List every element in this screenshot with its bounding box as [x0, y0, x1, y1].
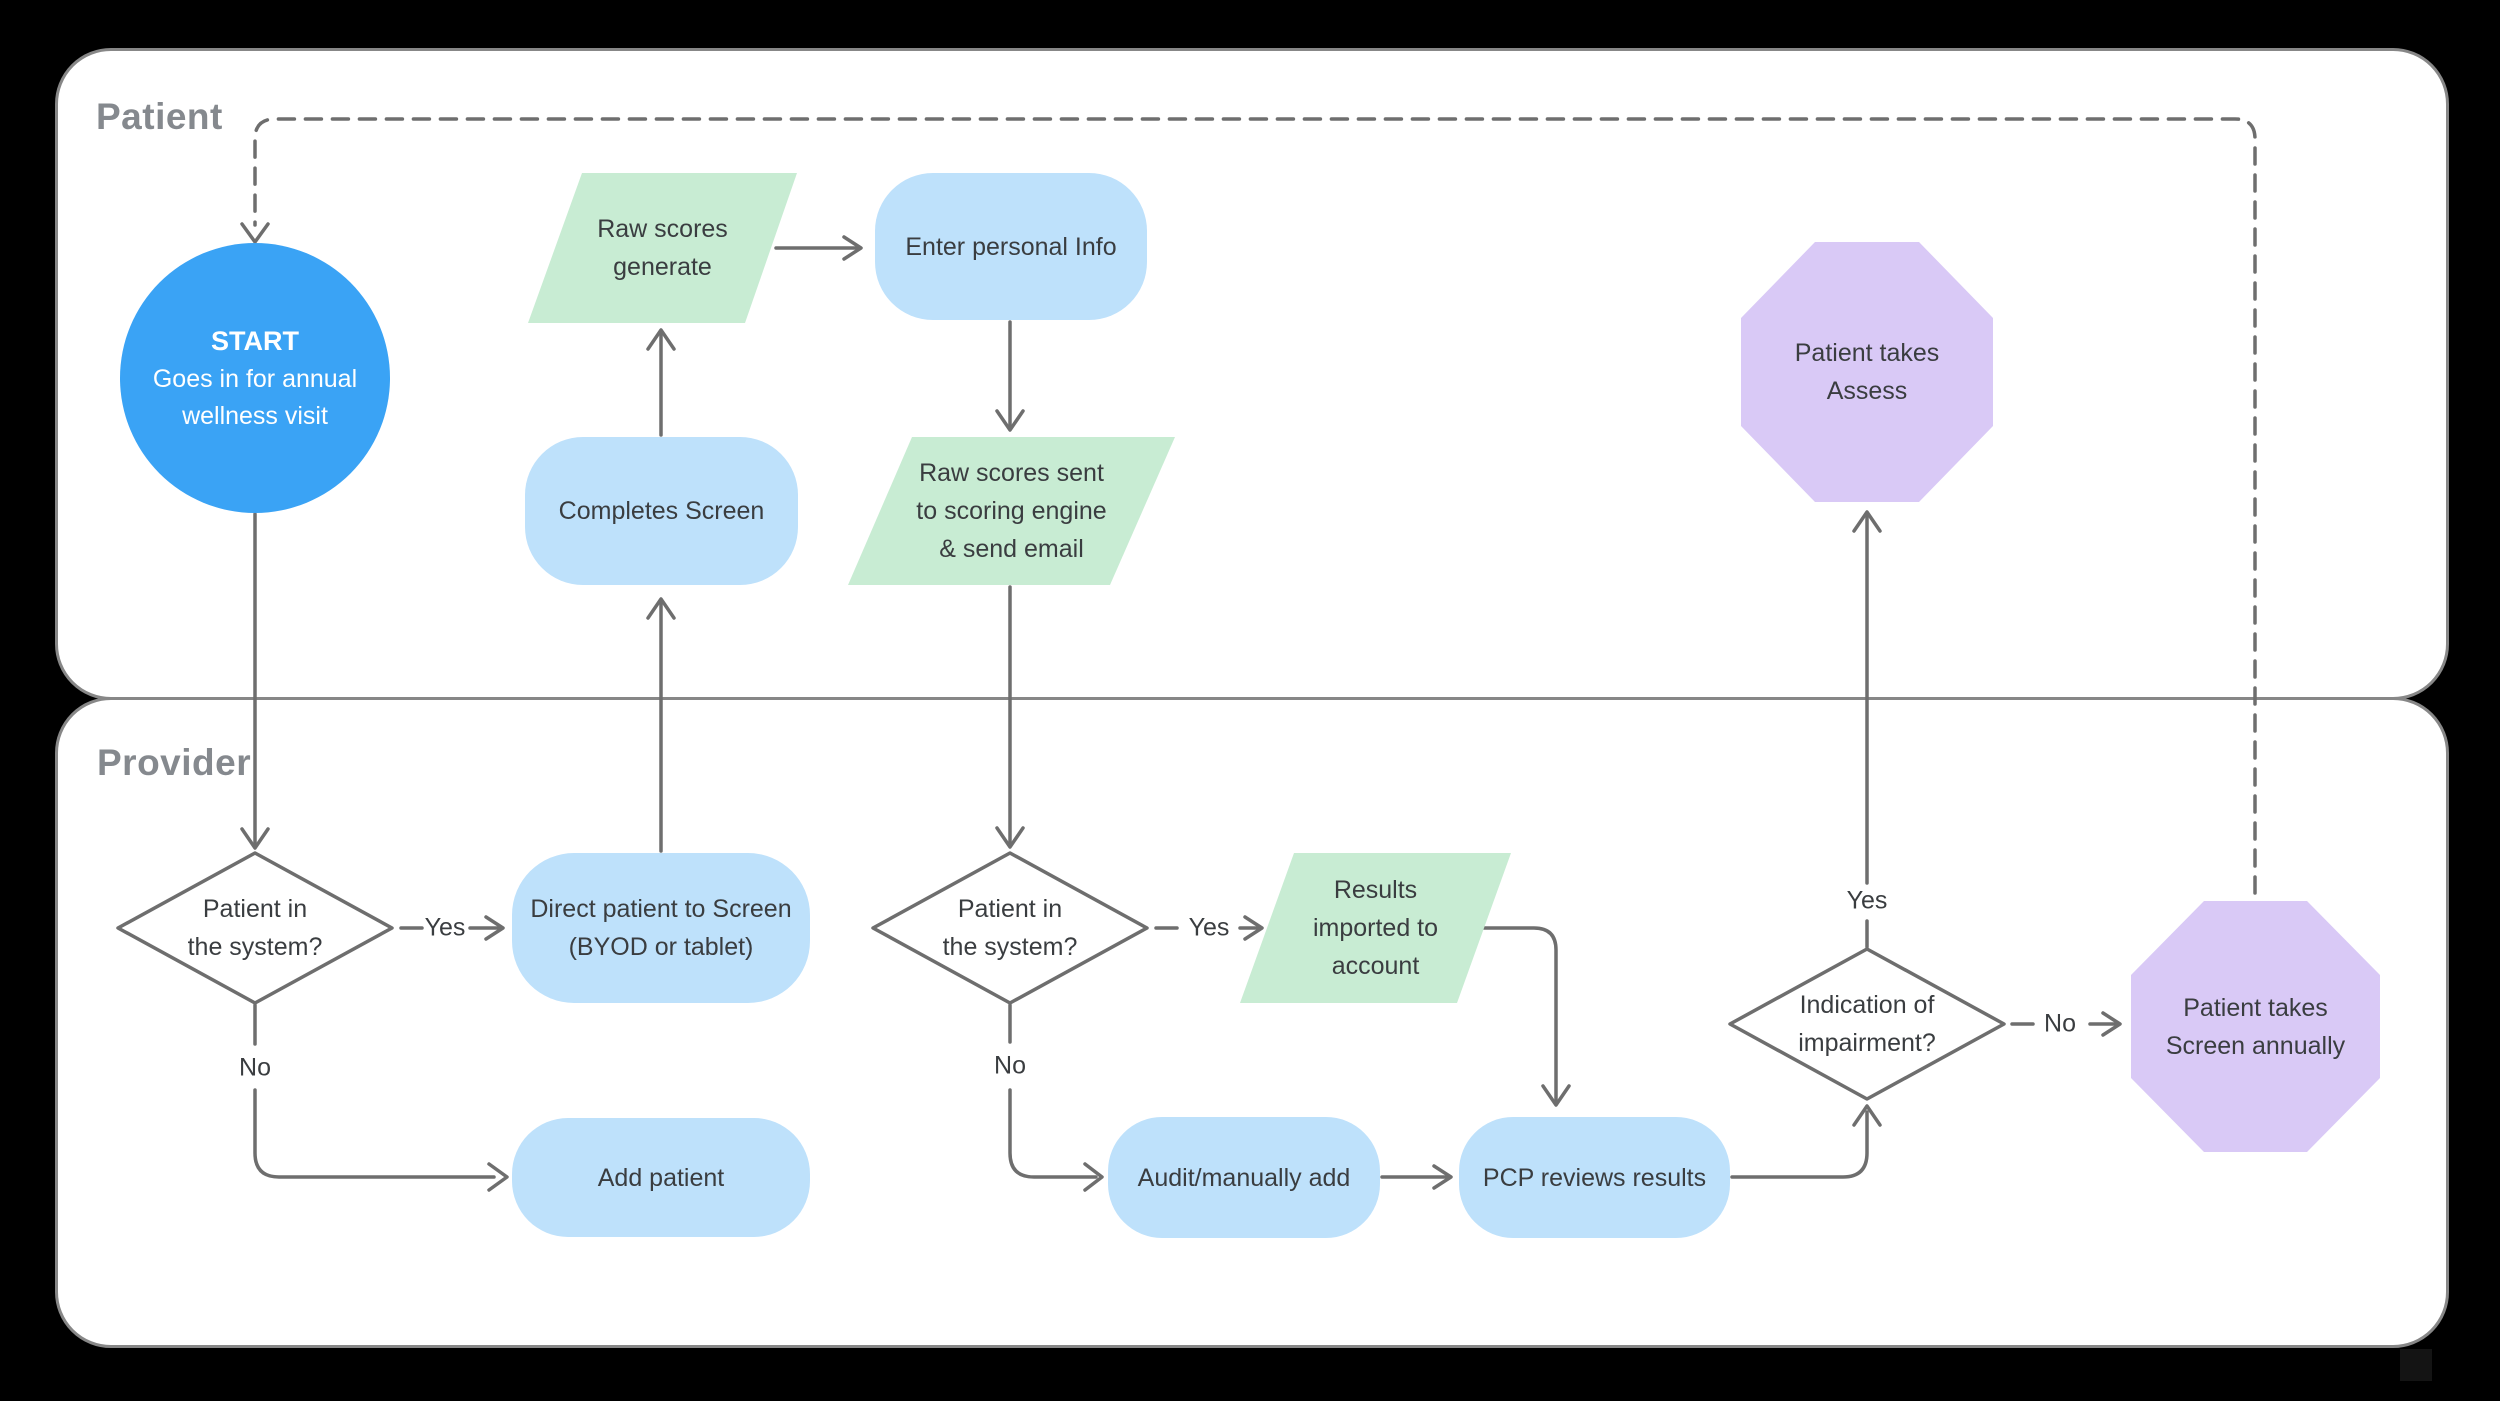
edge-label-yes-2: Yes — [1188, 913, 1230, 942]
decision-label-indication-of-impairment: Indication of impairment? — [1798, 991, 1936, 1057]
edge-label-no-3: No — [2044, 1009, 2076, 1038]
node-label: PCP reviews results — [1482, 1163, 1707, 1192]
node-enter-personal-info[interactable]: Enter personal Info — [875, 173, 1147, 320]
node-label: Enter personal Info — [905, 232, 1117, 261]
node-label: Results imported to account — [1312, 876, 1439, 980]
node-label: Audit/manually add — [1137, 1163, 1351, 1192]
swimlane-patient-title: Patient — [96, 96, 223, 137]
node-label: Patient takes Screen annually — [2165, 993, 2346, 1060]
edge-label-no-2: No — [994, 1051, 1026, 1080]
edge-label-no-1: No — [239, 1053, 271, 1082]
node-completes-screen[interactable]: Completes Screen — [525, 437, 798, 585]
decision-label-patient-in-system-1: Patient in the system? — [187, 895, 323, 961]
node-raw-scores-sent[interactable]: Raw scores sent to scoring engine & send… — [848, 437, 1175, 585]
swimlane-provider-title: Provider — [97, 742, 252, 783]
edge-label-yes-3: Yes — [1846, 886, 1888, 915]
node-label: Completes Screen — [558, 497, 765, 525]
node-start[interactable]: START Goes in for annual wellness visit — [120, 243, 390, 513]
decision-label-patient-in-system-2: Patient in the system? — [942, 895, 1078, 961]
swimlane-provider — [55, 697, 2449, 1348]
watermark-mark — [2400, 1349, 2432, 1381]
node-direct-patient-to-screen[interactable]: Direct patient to Screen (BYOD or tablet… — [512, 853, 810, 1003]
node-label: Patient takes Assess — [1794, 339, 1940, 405]
edge-label-yes-1: Yes — [424, 913, 466, 942]
node-patient-takes-screen-annually[interactable]: Patient takes Screen annually — [2131, 901, 2380, 1152]
node-audit-manually-add[interactable]: Audit/manually add — [1108, 1117, 1380, 1238]
node-label: Raw scores sent to scoring engine & send… — [916, 459, 1107, 563]
swimlane-patient — [55, 48, 2449, 700]
node-label: Raw scores generate — [597, 215, 728, 281]
node-label: Add patient — [597, 1163, 725, 1192]
node-add-patient[interactable]: Add patient — [512, 1118, 810, 1237]
node-patient-takes-assess[interactable]: Patient takes Assess — [1741, 242, 1993, 502]
start-subtitle: Goes in for annual wellness visit — [152, 365, 358, 430]
node-pcp-reviews-results[interactable]: PCP reviews results — [1459, 1117, 1730, 1238]
start-title: START — [211, 326, 299, 356]
node-label: Direct patient to Screen (BYOD or tablet… — [530, 895, 792, 961]
node-results-imported[interactable]: Results imported to account — [1240, 853, 1511, 1003]
